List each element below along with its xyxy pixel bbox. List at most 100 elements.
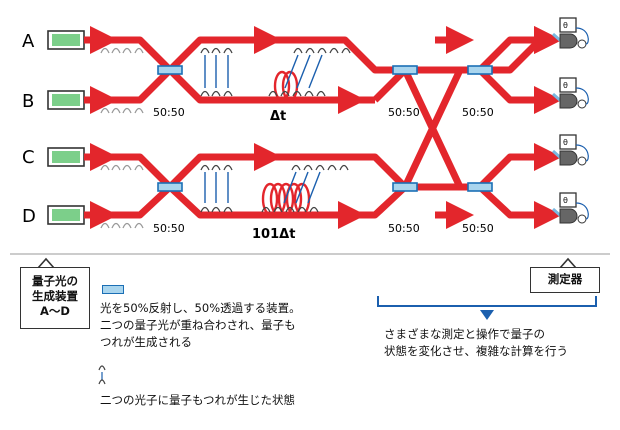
entanglement-links bbox=[204, 54, 323, 204]
photon-pulse bbox=[200, 90, 210, 97]
beam-splitter-5 bbox=[467, 65, 493, 75]
source-device-a bbox=[47, 30, 85, 50]
photon-pulse bbox=[293, 47, 303, 54]
photon-pulse bbox=[261, 206, 271, 213]
beam-out-a bbox=[477, 26, 562, 73]
beam-out-c bbox=[477, 143, 562, 190]
photon-pulse bbox=[309, 206, 319, 213]
photon-pulse bbox=[303, 164, 313, 171]
photon-pulse bbox=[200, 47, 210, 54]
beam-out-b bbox=[477, 67, 562, 114]
photon-pulse bbox=[100, 47, 110, 54]
photon-pulse bbox=[223, 90, 233, 97]
photon-pulse bbox=[339, 164, 349, 171]
photon-pulse bbox=[200, 206, 210, 213]
photon-pulse bbox=[223, 164, 233, 171]
photon-pulse bbox=[134, 107, 144, 114]
photon-pulse bbox=[100, 107, 110, 114]
photon-pulse bbox=[223, 206, 233, 213]
splitter-ratio-5: 50:50 bbox=[462, 106, 494, 119]
entangle-link bbox=[307, 171, 321, 204]
photon-pulse bbox=[280, 90, 290, 97]
detectors: θ θ θ θ bbox=[552, 17, 589, 224]
delay-label-short: Δt bbox=[270, 109, 286, 124]
source-device-d bbox=[47, 205, 85, 225]
photon-pulse bbox=[285, 206, 295, 213]
svg-text:θ: θ bbox=[563, 138, 568, 147]
source-device-c bbox=[47, 147, 85, 167]
source-device-b bbox=[47, 90, 85, 110]
splitter-ratio-1: 50:50 bbox=[153, 106, 185, 119]
photon-pulse bbox=[111, 47, 121, 54]
beam-splitter-2 bbox=[157, 182, 183, 192]
photon-pulse bbox=[292, 90, 302, 97]
detector-legend-box: 測定器 bbox=[530, 267, 600, 293]
beam-splitter-3 bbox=[392, 65, 418, 75]
photon-pulse bbox=[134, 47, 144, 54]
entangled-description: 二つの光子に量子もつれが生じた状態 bbox=[100, 393, 296, 407]
entangle-link bbox=[283, 171, 297, 204]
photon-pulse bbox=[122, 222, 132, 229]
photon-pulse bbox=[291, 164, 301, 171]
computation-description: さまざまな測定と操作で量子の 状態を変化させ、複雑な計算を行う bbox=[384, 327, 568, 358]
source-label-c: C bbox=[22, 147, 35, 168]
source-label-b: B bbox=[22, 91, 34, 112]
splitter-ratio-3: 50:50 bbox=[388, 106, 420, 119]
svg-text:θ: θ bbox=[563, 196, 568, 205]
detector-c: θ bbox=[552, 134, 589, 166]
photon-pulse bbox=[100, 164, 110, 171]
legend-splitter-icon bbox=[102, 285, 124, 294]
photon-pulse bbox=[297, 206, 307, 213]
photon-pulse bbox=[304, 90, 314, 97]
splitter-description: 光を50%反射し、50%透過する装置。 二つの量子光が重ね合わされ、量子も つれ… bbox=[100, 301, 301, 349]
svg-text:θ: θ bbox=[563, 81, 568, 90]
source-legend-box: 量子光の 生成装置 A〜D bbox=[20, 267, 90, 329]
beam-splitter-4 bbox=[392, 182, 418, 192]
photon-pulse bbox=[341, 47, 351, 54]
entangle-link bbox=[308, 54, 323, 89]
photon-pulse bbox=[305, 47, 315, 54]
detector-callout-tail bbox=[559, 257, 577, 269]
detector-bracket bbox=[377, 296, 597, 307]
photon-pulse bbox=[317, 47, 327, 54]
beam-path-d bbox=[84, 183, 408, 219]
delay-label-long: 101Δt bbox=[252, 227, 295, 242]
photon-pulse bbox=[329, 47, 339, 54]
photon-pulse bbox=[111, 164, 121, 171]
svg-text:θ: θ bbox=[563, 21, 568, 30]
photon-pulse bbox=[223, 47, 233, 54]
beam-path-b bbox=[84, 66, 375, 104]
photon-pulse bbox=[211, 47, 221, 54]
source-label-a: A bbox=[22, 31, 35, 52]
photon-pulse bbox=[134, 164, 144, 171]
splitter-ratio-2: 50:50 bbox=[153, 222, 185, 235]
photon-pulse bbox=[273, 206, 283, 213]
source-label-d: D bbox=[22, 206, 36, 227]
photon-pulse bbox=[111, 222, 121, 229]
beam-splitter-6 bbox=[467, 182, 493, 192]
legend-entangled-pulse-icon bbox=[98, 365, 106, 385]
photon-pulse bbox=[122, 164, 132, 171]
photon-pulse bbox=[200, 164, 210, 171]
photon-pulse bbox=[211, 164, 221, 171]
detector-b: θ bbox=[552, 77, 589, 109]
photon-pulse bbox=[211, 206, 221, 213]
detector-bracket-arrow bbox=[480, 310, 494, 320]
photon-pulse bbox=[315, 164, 325, 171]
photon-pulse bbox=[122, 107, 132, 114]
splitter-ratio-6: 50:50 bbox=[462, 222, 494, 235]
beam-splitters bbox=[157, 65, 493, 192]
photon-pulse bbox=[327, 164, 337, 171]
beam-path-a bbox=[84, 26, 562, 74]
photon-pulse bbox=[211, 90, 221, 97]
splitter-ratio-4: 50:50 bbox=[388, 222, 420, 235]
photon-pulse bbox=[134, 222, 144, 229]
beam-out-d bbox=[477, 184, 562, 229]
delay-loop-short bbox=[273, 70, 299, 102]
detector-d: θ bbox=[552, 192, 589, 224]
photon-pulse bbox=[100, 222, 110, 229]
photon-pulse bbox=[268, 90, 278, 97]
entangle-link bbox=[284, 54, 299, 89]
beam-splitter-1 bbox=[157, 65, 183, 75]
